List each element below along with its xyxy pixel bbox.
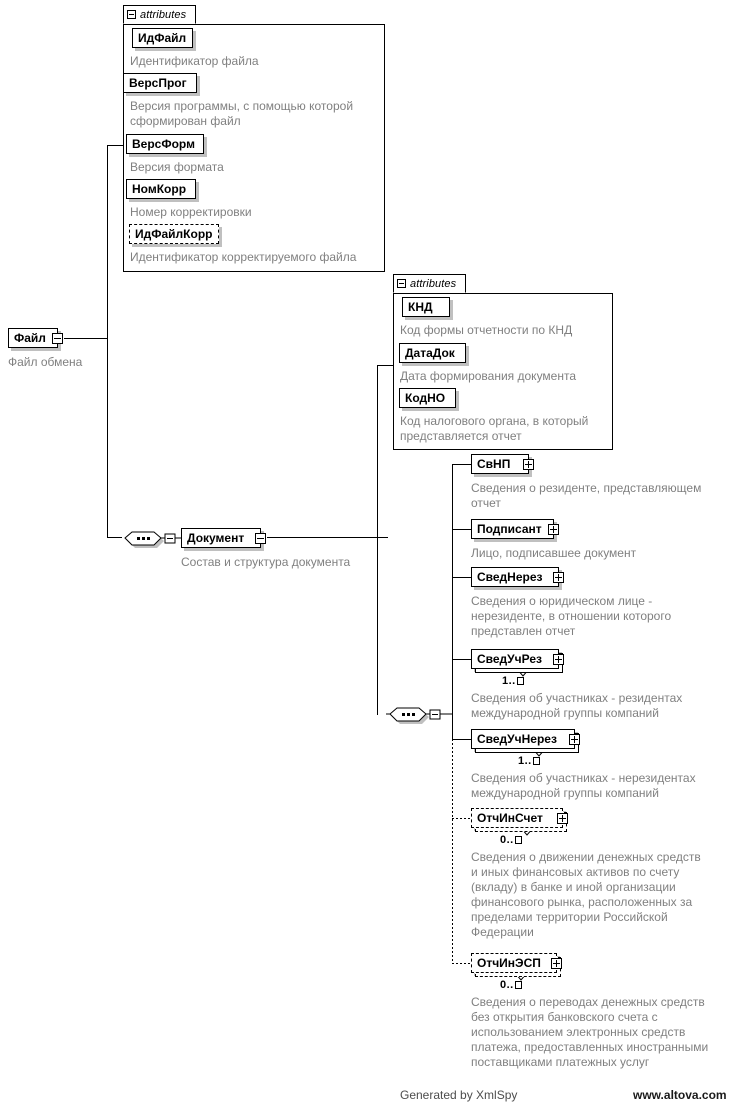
connector-line (377, 365, 378, 538)
element-node-otchinschet[interactable]: ОтчИнСчет (471, 808, 568, 828)
attribute-description: Номер корректировки (130, 205, 252, 219)
attribute-name: ИдФайл (138, 31, 187, 45)
element-description: Сведения о движении денежных средств и и… (471, 850, 701, 939)
element-name: ОтчИнЭСП (477, 956, 541, 970)
unbounded-icon (514, 981, 522, 989)
cardinality-value: 0.. (500, 834, 514, 846)
attribute-name: ВерсФорм (132, 137, 195, 151)
element-node-svednerez[interactable]: СведНерез (471, 567, 564, 587)
plus-icon[interactable] (523, 459, 534, 470)
element-name: СведУчРез (477, 652, 542, 666)
cardinality-value: 1.. (518, 755, 532, 767)
connector-line (452, 659, 472, 660)
element-name: Подписант (477, 522, 542, 536)
footer-url[interactable]: www.altova.com (633, 1088, 727, 1102)
element-name: Документ (187, 531, 245, 545)
attribute-node-knd[interactable]: КНД (402, 297, 450, 317)
attribute-name: КНД (408, 300, 433, 314)
plus-icon[interactable] (553, 572, 564, 583)
attribute-description: Код формы отчетности по КНД (400, 323, 573, 337)
element-node-sveduchnerez[interactable]: СведУчНерез (471, 729, 580, 749)
connector-line (107, 145, 108, 538)
element-name: ОтчИнСчет (477, 811, 543, 825)
connector-line-dashed (452, 818, 472, 819)
unbounded-icon (516, 677, 524, 685)
connector-line (452, 464, 453, 739)
connector-line-dashed (452, 963, 472, 964)
file-attributes-tab[interactable]: attributes (123, 5, 196, 24)
element-node-podpisant[interactable]: Подписант (471, 519, 559, 539)
cardinality-value: 1.. (502, 675, 516, 687)
attribute-description: Версия формата (130, 160, 224, 174)
root-element-name: Файл (14, 331, 46, 345)
minus-icon[interactable] (52, 333, 63, 344)
document-attributes-tab[interactable]: attributes (393, 274, 466, 293)
attribute-description: Идентификатор файла (130, 54, 259, 68)
cardinality-label: 0.. (500, 834, 522, 846)
connector-line (64, 338, 108, 339)
attribute-description: Дата формирования документа (400, 369, 577, 383)
attribute-node-nomkorr[interactable]: НомКорр (126, 179, 196, 199)
root-element-description: Файл обмена (8, 355, 83, 369)
connector-line (267, 537, 388, 538)
document-attributes-tab-label: attributes (410, 277, 457, 290)
element-description: Сведения о резиденте, представляющем отч… (471, 481, 702, 510)
plus-icon[interactable] (569, 734, 580, 745)
connector-line (377, 365, 394, 366)
attribute-node-idfilekorr[interactable]: ИдФайлКорр (129, 224, 219, 244)
element-node-svnp[interactable]: СвНП (471, 454, 534, 474)
attribute-name: НомКорр (132, 182, 187, 196)
attribute-node-idfile[interactable]: ИдФайл (132, 28, 193, 48)
attribute-name: ИдФайлКорр (135, 227, 213, 241)
file-attributes-tab-label: attributes (140, 8, 187, 21)
attribute-name: ВерсПрог (129, 76, 187, 90)
minus-icon[interactable] (255, 533, 266, 544)
attribute-name: ДатаДок (405, 346, 455, 360)
element-description: Состав и структура документа (181, 555, 351, 569)
element-name: СведНерез (477, 570, 543, 584)
attribute-node-kodno[interactable]: КодНО (399, 388, 456, 408)
connector-line-dashed (452, 739, 453, 964)
element-description: Сведения о переводах денежных средств бе… (471, 995, 709, 1069)
cardinality-label: 0.. (500, 979, 522, 991)
connector-line (452, 577, 472, 578)
element-node-document[interactable]: Документ (181, 528, 266, 548)
element-description: Сведения о юридическом лице - нерезидент… (471, 594, 672, 638)
element-description: Лицо, подписавшее документ (471, 546, 637, 560)
minus-icon[interactable] (397, 279, 406, 288)
unbounded-icon (532, 757, 540, 765)
element-name: СвНП (477, 457, 511, 471)
plus-icon[interactable] (553, 654, 564, 665)
unbounded-icon (514, 836, 522, 844)
connector-line (377, 537, 378, 715)
connector-line (107, 537, 122, 538)
attribute-description: Код налогового органа, в который предста… (400, 414, 589, 443)
plus-icon[interactable] (548, 524, 559, 535)
connector-line (452, 529, 472, 530)
attribute-description: Версия программы, с помощью которой сфор… (130, 99, 354, 128)
attribute-node-versform[interactable]: ВерсФорм (126, 134, 204, 154)
element-description: Сведения об участниках - нерезидентах ме… (471, 771, 696, 800)
plus-icon[interactable] (551, 958, 562, 969)
connector-line (452, 464, 472, 465)
element-node-otchinesp[interactable]: ОтчИнЭСП (471, 953, 562, 973)
connector-line (452, 739, 472, 740)
attribute-description: Идентификатор корректируемого файла (130, 250, 357, 264)
element-description: Сведения об участниках - резидентах межд… (471, 691, 683, 720)
plus-icon[interactable] (557, 813, 568, 824)
attribute-node-datadok[interactable]: ДатаДок (399, 343, 466, 363)
cardinality-label: 1.. (518, 755, 540, 767)
cardinality-value: 0.. (500, 979, 514, 991)
minus-icon[interactable] (127, 10, 136, 19)
element-name: СведУчНерез (477, 732, 557, 746)
sequence-connector-file[interactable] (121, 524, 181, 552)
sequence-connector-document[interactable] (386, 700, 452, 728)
cardinality-label: 1.. (502, 675, 524, 687)
attribute-name: КодНО (405, 391, 446, 405)
connector-line (107, 145, 124, 146)
footer-generated-by: Generated by XmlSpy (400, 1088, 518, 1102)
attribute-node-versprog[interactable]: ВерсПрог (123, 73, 197, 93)
root-element-file[interactable]: Файл (8, 328, 63, 348)
element-node-sveduchrez[interactable]: СведУчРез (471, 649, 564, 669)
